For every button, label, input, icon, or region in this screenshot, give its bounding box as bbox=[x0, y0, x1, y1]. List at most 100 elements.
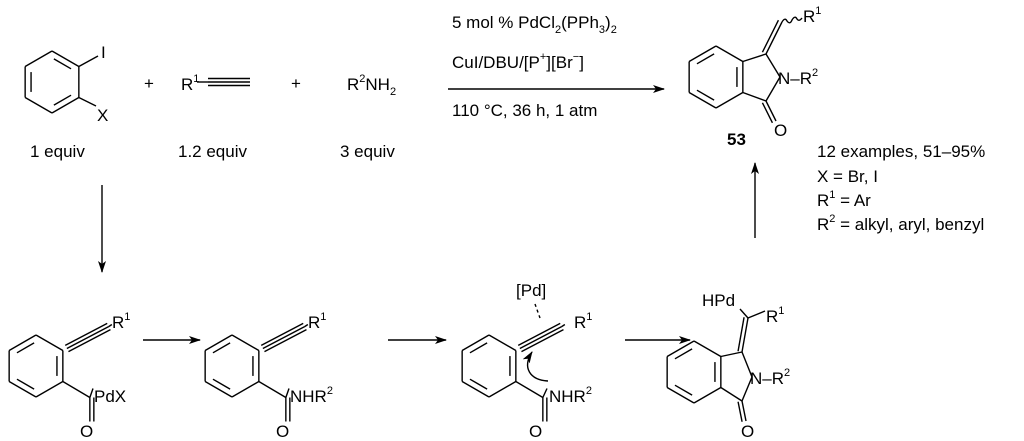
benzene-bond bbox=[231, 380, 260, 398]
benzene-bond bbox=[8, 334, 37, 352]
triple-bond bbox=[517, 322, 561, 347]
compound-number: 53 bbox=[727, 130, 746, 149]
double-bond bbox=[741, 317, 749, 353]
c-r1-bond bbox=[747, 310, 766, 319]
intermediate4-n-r2: N–R2 bbox=[750, 367, 790, 388]
intermediate2-oxygen: O bbox=[276, 422, 289, 441]
triple-bond bbox=[260, 322, 304, 347]
intermediate3-pd: [Pd] bbox=[516, 281, 546, 300]
condition-catalyst: 5 mol % PdCl2(PPh3)2 bbox=[452, 13, 617, 36]
bond bbox=[561, 323, 566, 328]
bond bbox=[741, 376, 753, 402]
aromatic-double-bond bbox=[469, 342, 488, 354]
benzene-bond bbox=[666, 340, 695, 358]
bond bbox=[285, 388, 290, 398]
scope-examples: 12 examples, 51–95% bbox=[817, 142, 985, 161]
aromatic-double-bond bbox=[696, 89, 715, 101]
scope-x: X = Br, I bbox=[817, 167, 878, 186]
bond bbox=[515, 380, 544, 399]
aromatic-double-bond bbox=[212, 342, 231, 354]
bond bbox=[742, 91, 767, 102]
intermediate1-oxygen: O bbox=[80, 422, 93, 441]
aromatic-double-bond bbox=[469, 378, 488, 390]
condition-additives: CuI/DBU/[P+][Br−] bbox=[452, 51, 584, 72]
benzene-bond bbox=[231, 334, 260, 352]
bond bbox=[108, 323, 113, 328]
bond bbox=[89, 388, 94, 398]
benzene-bond bbox=[693, 340, 722, 358]
c-x-bond bbox=[78, 96, 97, 107]
curved-electron-arrow bbox=[522, 351, 549, 382]
aromatic-double-bond bbox=[16, 342, 35, 354]
plus-sign: + bbox=[144, 74, 154, 93]
benzene-bond bbox=[51, 96, 80, 114]
benzene-bond bbox=[204, 334, 233, 352]
intermediate4-hpd: HPd bbox=[702, 291, 735, 310]
benzene-bond bbox=[461, 380, 490, 398]
plus-sign: + bbox=[291, 74, 301, 93]
triple-bond bbox=[519, 325, 563, 350]
condition-temperature-time: 110 °C, 36 h, 1 atm bbox=[452, 101, 597, 120]
aromatic-double-bond bbox=[696, 53, 715, 65]
benzene-bond bbox=[688, 91, 717, 109]
equiv-alkyne: 1.2 equiv bbox=[178, 142, 247, 161]
c-pd-bond bbox=[739, 308, 749, 319]
atom-iodine: I bbox=[101, 43, 106, 62]
benzene-bond bbox=[488, 380, 517, 398]
intermediate3-oxygen: O bbox=[529, 422, 542, 441]
benzene-bond bbox=[35, 334, 64, 352]
benzene-bond bbox=[35, 380, 64, 398]
alkyne-label: R1 bbox=[181, 73, 199, 94]
scope-r2: R2 = alkyl, aryl, benzyl bbox=[817, 213, 984, 234]
triple-bond bbox=[264, 328, 307, 353]
bond bbox=[62, 380, 91, 399]
benzene-bond bbox=[8, 380, 37, 398]
double-bond bbox=[737, 317, 745, 352]
equiv-aryl-halide: 1 equiv bbox=[30, 142, 85, 161]
benzene-bond bbox=[51, 50, 80, 68]
intermediate2-r1: R1 bbox=[308, 311, 326, 332]
bond bbox=[765, 53, 781, 78]
double-bond bbox=[761, 19, 780, 53]
intermediate4-r1: R1 bbox=[766, 305, 784, 326]
aromatic-double-bond bbox=[16, 378, 35, 390]
bond bbox=[720, 351, 743, 358]
triple-bond bbox=[68, 328, 111, 353]
triple-bond bbox=[262, 325, 306, 350]
bond bbox=[720, 386, 743, 402]
intermediate1-pdx: PdX bbox=[94, 387, 126, 406]
intermediate4-oxygen: O bbox=[741, 422, 754, 441]
aromatic-double-bond bbox=[674, 384, 693, 396]
atom-x: X bbox=[97, 106, 108, 125]
product-r1: R1 bbox=[803, 5, 821, 26]
double-bond bbox=[765, 21, 783, 55]
double-bond bbox=[741, 400, 747, 422]
bond bbox=[258, 380, 287, 399]
product-n-r2: N–R2 bbox=[778, 67, 818, 88]
triple-bond bbox=[64, 322, 108, 347]
double-bond bbox=[765, 100, 777, 122]
triple-bond bbox=[521, 328, 564, 353]
benzene-bond bbox=[488, 334, 517, 352]
intermediate1-r1: R1 bbox=[112, 311, 130, 332]
aromatic-double-bond bbox=[674, 348, 693, 360]
pd-coordination-dashed bbox=[534, 303, 541, 319]
double-bond bbox=[761, 102, 774, 124]
benzene-bond bbox=[24, 50, 53, 68]
aromatic-double-bond bbox=[53, 94, 72, 106]
c-i-bond bbox=[78, 55, 99, 68]
benzene-bond bbox=[715, 91, 744, 109]
benzene-bond bbox=[666, 386, 695, 404]
bond bbox=[765, 76, 781, 102]
product-oxygen: O bbox=[774, 121, 787, 140]
scope-r1: R1 = Ar bbox=[817, 189, 871, 210]
wavy-bond bbox=[781, 16, 803, 24]
bond bbox=[742, 53, 767, 63]
benzene-bond bbox=[715, 45, 744, 63]
benzene-bond bbox=[204, 380, 233, 398]
intermediate2-nhr2: NHR2 bbox=[290, 385, 333, 406]
equiv-amine: 3 equiv bbox=[340, 142, 395, 161]
triple-bond bbox=[66, 325, 110, 350]
amine-label: R2NH2 bbox=[347, 73, 396, 98]
